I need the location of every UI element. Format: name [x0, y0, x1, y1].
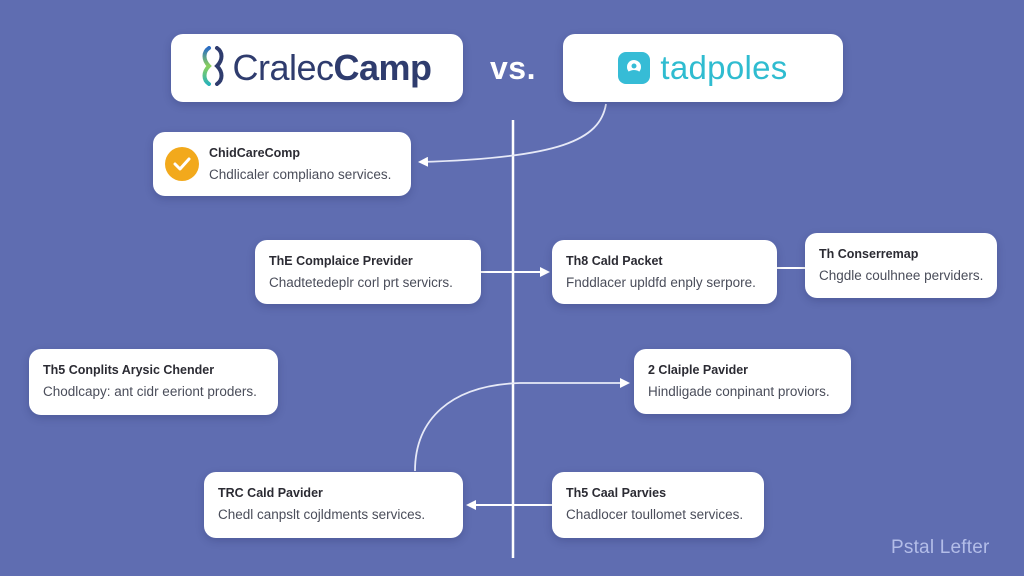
- card-title: TRC Cald Pavider: [218, 486, 323, 500]
- card-title: ChidCareComp: [209, 146, 300, 160]
- card-childcarecomp[interactable]: ChidCareComp Chdlicaler compliano servic…: [153, 132, 411, 196]
- watermark-text: Pstal Lefter: [891, 537, 990, 558]
- tadpoles-logo-box: tadpoles: [563, 34, 843, 102]
- card-trc-cald-pavider[interactable]: TRC Cald Pavider Chedl canpslt cojldment…: [204, 472, 463, 538]
- crallec-camp-wordmark: CralecCamp: [232, 47, 432, 88]
- card-description: Fnddlacer upldfd enply serpore.: [566, 275, 756, 290]
- card-conserremap[interactable]: Th Conserremap Chgdle coulhnee perviders…: [805, 233, 997, 298]
- card-description: Chadtetedeplr corl prt servicrs.: [269, 275, 453, 290]
- card-title: 2 Claiple Pavider: [648, 363, 749, 377]
- card-claiple-pavider[interactable]: 2 Claiple Pavider Hindligade conpinant p…: [634, 349, 851, 414]
- card-cald-packet[interactable]: Th8 Cald Packet Fnddlacer upldfd enply s…: [552, 240, 777, 304]
- card-title: Th Conserremap: [819, 247, 919, 261]
- card-compliance-provider[interactable]: ThE Complaice Previder Chadtetedeplr cor…: [255, 240, 481, 304]
- card-title: ThE Complaice Previder: [269, 254, 413, 268]
- card-description: Chadlocer toullomet services.: [566, 507, 744, 522]
- card-description: Chgdle coulhnee perviders.: [819, 268, 984, 283]
- tadpoles-wordmark: tadpoles: [660, 49, 788, 86]
- card-description: Hindligade conpinant proviors.: [648, 384, 830, 399]
- card-title: Th8 Cald Packet: [566, 254, 663, 268]
- check-circle-icon: [165, 147, 199, 181]
- card-description: Chedl canpslt cojldments services.: [218, 507, 426, 522]
- vs-label: vs.: [490, 50, 536, 86]
- card-title: Th5 Caal Parvies: [566, 486, 667, 500]
- card-description: Chdlicaler compliano services.: [209, 167, 392, 182]
- card-description: Chodlcapy: ant cidr eeriont proders.: [43, 384, 257, 399]
- tadpole-face-logo-icon: [618, 52, 651, 84]
- card-complets-arysic-chender[interactable]: Th5 Conplits Arysic Chender Chodlcapy: a…: [29, 349, 278, 415]
- crallec-camp-logo-box: CralecCamp: [171, 34, 463, 102]
- card-cal-parvies[interactable]: Th5 Caal Parvies Chadlocer toullomet ser…: [552, 472, 764, 538]
- card-title: Th5 Conplits Arysic Chender: [43, 363, 215, 377]
- double-loop-logo-icon: [202, 45, 224, 91]
